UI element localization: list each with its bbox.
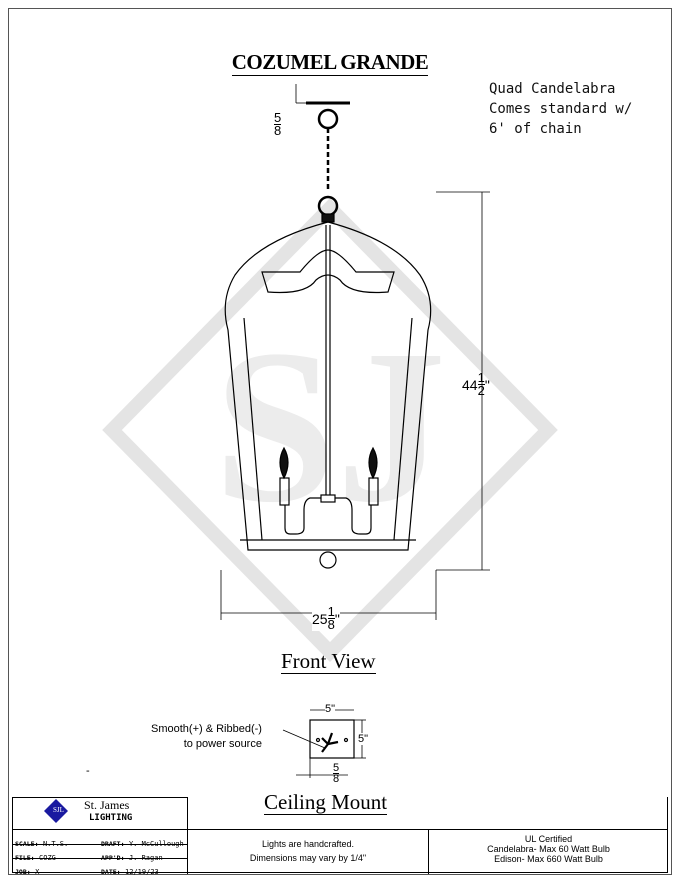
company-logo-box: SJL St. James LIGHTING: [12, 797, 188, 830]
mount-width-dim: 5": [325, 703, 336, 715]
title-block: [12, 797, 668, 873]
drawing-info: SCALE: N.T.S. FILE: COZG JOB: X DRAFT: Y…: [12, 830, 188, 876]
note-line: Comes standard w/: [489, 101, 633, 117]
watermark-logo: [102, 198, 558, 662]
front-view-label: Front View: [281, 649, 376, 674]
logo-diamond: [44, 799, 68, 823]
company-subtitle: LIGHTING: [89, 813, 133, 823]
notes: Quad Candelabra Comes standard w/ 6' of …: [489, 79, 632, 139]
logo-text: SJL: [53, 806, 64, 814]
ceiling-mount-label: Ceiling Mount: [264, 790, 388, 815]
page-border: [8, 8, 672, 875]
page-title: COZUMEL GRANDE: [231, 50, 429, 76]
company-name: St. James: [84, 798, 130, 812]
mount-callout: Smooth(+) & Ribbed(-)to power source: [151, 723, 262, 750]
note-line: 6' of chain: [489, 121, 582, 137]
stray-mark: -: [86, 765, 90, 777]
mount-height-dim: 5": [358, 733, 369, 745]
handcrafted-note: Lights are handcrafted.Dimensions may va…: [188, 830, 429, 874]
note-line: Quad Candelabra: [489, 81, 616, 97]
title-block-row: SCALE: N.T.S. FILE: COZG JOB: X DRAFT: Y…: [12, 829, 668, 876]
canopy-loop: [317, 108, 339, 130]
